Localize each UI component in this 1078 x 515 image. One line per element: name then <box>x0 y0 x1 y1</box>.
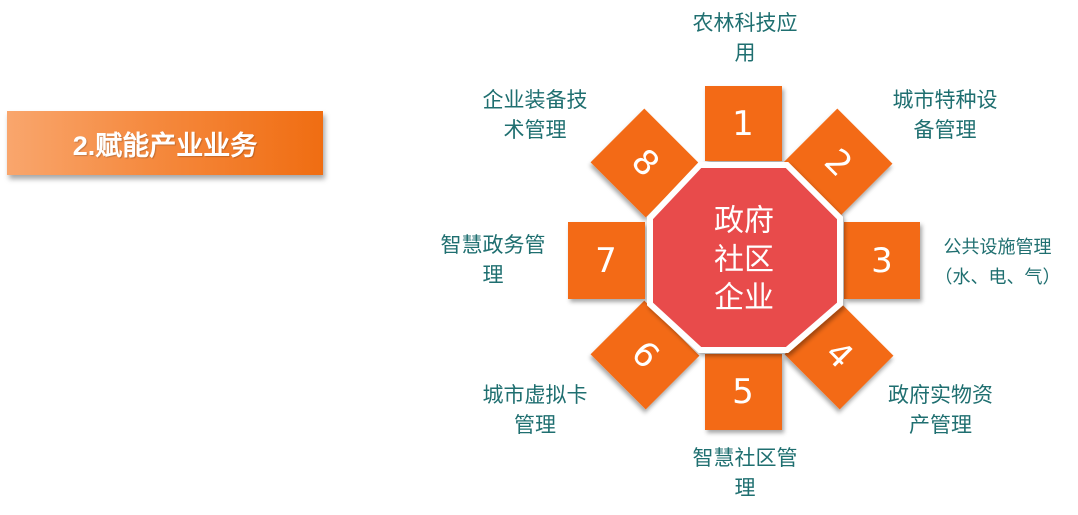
tile-1: 1 <box>705 86 782 161</box>
tile-7: 7 <box>568 222 645 299</box>
label-line: 智慧社区管 <box>692 446 798 470</box>
label-item-6: 城市虚拟卡 管理 <box>470 380 600 440</box>
label-line: 备管理 <box>913 118 977 142</box>
label-line: 理 <box>482 263 504 287</box>
center-line-2: 社区 <box>714 243 774 278</box>
center-line-3: 企业 <box>714 281 774 316</box>
label-line: 公共设施管理 <box>943 237 1052 258</box>
tile-6: 6 <box>590 300 700 410</box>
tile-5: 5 <box>705 354 782 430</box>
section-title: 2.赋能产业业务 <box>72 130 258 161</box>
label-line: 城市虚拟卡 <box>482 383 588 407</box>
label-line: （水、电、气） <box>934 267 1061 288</box>
label-line: 农林科技应 <box>692 11 798 35</box>
label-item-3: 公共设施管理 （水、电、气） <box>925 233 1070 293</box>
center-line-1: 政府 <box>714 204 774 239</box>
label-item-4: 政府实物资 产管理 <box>873 380 1008 440</box>
label-line: 管理 <box>514 413 556 437</box>
label-line: 用 <box>734 41 756 65</box>
tile-2: 2 <box>783 108 893 218</box>
center-octagon: 政府 社区 企业 <box>647 162 843 353</box>
label-line: 城市特种设 <box>892 88 998 112</box>
section-title-banner: 2.赋能产业业务 <box>7 111 323 175</box>
label-line: 政府实物资 <box>888 383 993 407</box>
label-item-1: 农林科技应 用 <box>680 8 810 68</box>
label-item-5: 智慧社区管 理 <box>680 443 810 503</box>
label-item-8: 企业装备技 术管理 <box>470 85 600 145</box>
tile-number: 7 <box>595 241 617 281</box>
label-line: 企业装备技 <box>482 88 588 112</box>
label-item-2: 城市特种设 备管理 <box>880 85 1010 145</box>
label-line: 理 <box>734 476 756 500</box>
tile-3: 3 <box>844 222 920 299</box>
label-line: 智慧政务管 <box>440 233 546 257</box>
label-item-7: 智慧政务管 理 <box>428 230 558 290</box>
tile-number: 3 <box>871 241 893 281</box>
tile-number: 5 <box>732 372 754 412</box>
label-line: 术管理 <box>503 118 567 142</box>
label-line: 产管理 <box>909 413 972 437</box>
tile-number: 1 <box>732 104 754 144</box>
